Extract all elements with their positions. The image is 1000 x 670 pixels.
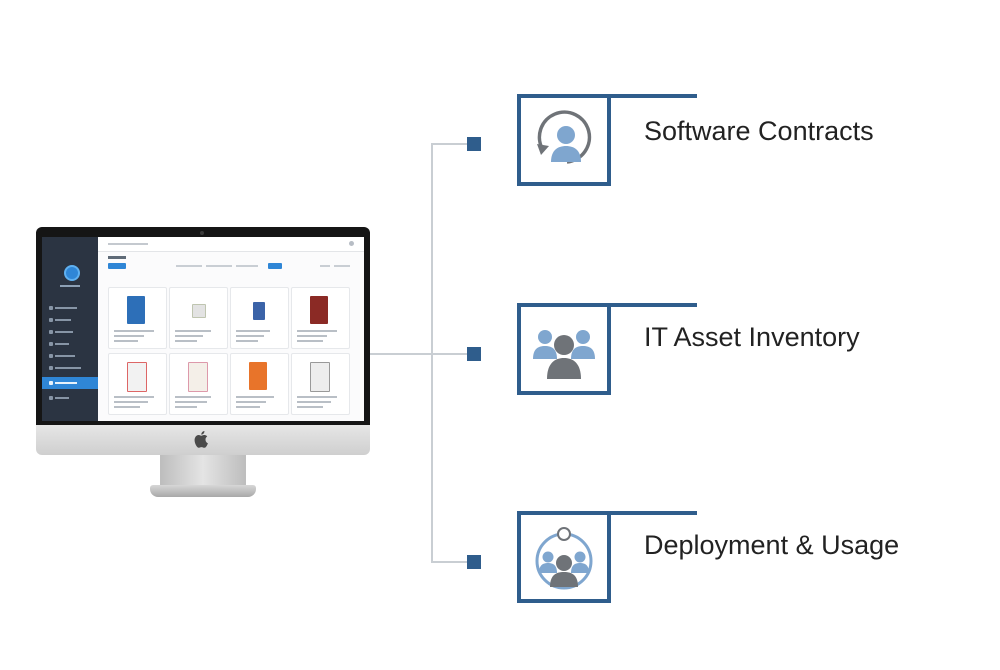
product-card (230, 287, 289, 349)
product-card (108, 287, 167, 349)
feature-top-rule (611, 303, 697, 307)
sidebar-item (47, 353, 93, 359)
group-users-icon (533, 330, 595, 379)
monitor-stand-neck (160, 455, 246, 487)
app-logo-icon (64, 265, 80, 281)
feature-label: Deployment & Usage (644, 530, 900, 560)
sidebar-item (47, 341, 93, 347)
app-filter-active (268, 263, 282, 269)
node-square-1 (467, 137, 481, 151)
contract-renewal-icon (537, 110, 592, 164)
feature-label: Software Contracts (644, 116, 874, 146)
connector-line-branch-2 (432, 353, 467, 355)
feature-top-rule (611, 511, 697, 515)
app-filter (334, 265, 350, 267)
node-square-3 (467, 555, 481, 569)
connector-line-vertical (431, 143, 433, 562)
product-card (291, 287, 350, 349)
feature-box-it-asset-inventory (517, 303, 611, 395)
camera-dot (200, 231, 204, 235)
monitor-bezel (36, 227, 370, 425)
app-filter (320, 265, 330, 267)
connector-line-horizontal (370, 353, 432, 355)
apple-logo-icon (191, 430, 213, 450)
product-card (291, 353, 350, 415)
app-action-button (108, 263, 126, 269)
monitor-stand-foot (150, 485, 256, 497)
sidebar-item (47, 365, 93, 371)
imac-computer (36, 227, 370, 499)
users-circle-icon (535, 527, 593, 590)
product-card (169, 287, 228, 349)
feature-box-deployment-usage (517, 511, 611, 603)
app-logo-wordmark (60, 285, 80, 287)
connector-line-branch-1 (431, 143, 467, 145)
sidebar-item (47, 329, 93, 335)
feature-box-software-contracts (517, 94, 611, 186)
feature-label: IT Asset Inventory (644, 322, 860, 352)
monitor-screen (42, 237, 364, 421)
app-filter (236, 265, 258, 267)
sidebar-item (47, 305, 93, 311)
sidebar-item (47, 395, 93, 401)
sidebar-item (47, 317, 93, 323)
sidebar-item-active (42, 377, 98, 389)
app-sidebar (42, 237, 98, 421)
node-square-2 (467, 347, 481, 361)
app-topbar (98, 237, 364, 252)
app-search-bar (108, 243, 148, 245)
product-card (230, 353, 289, 415)
app-main-area (98, 237, 364, 421)
connector-line-branch-3 (431, 561, 467, 563)
app-filter (176, 265, 202, 267)
app-page-title (108, 256, 126, 259)
app-user-icon (349, 241, 354, 246)
app-filter (206, 265, 232, 267)
feature-top-rule (611, 94, 697, 98)
product-card (169, 353, 228, 415)
product-card (108, 353, 167, 415)
